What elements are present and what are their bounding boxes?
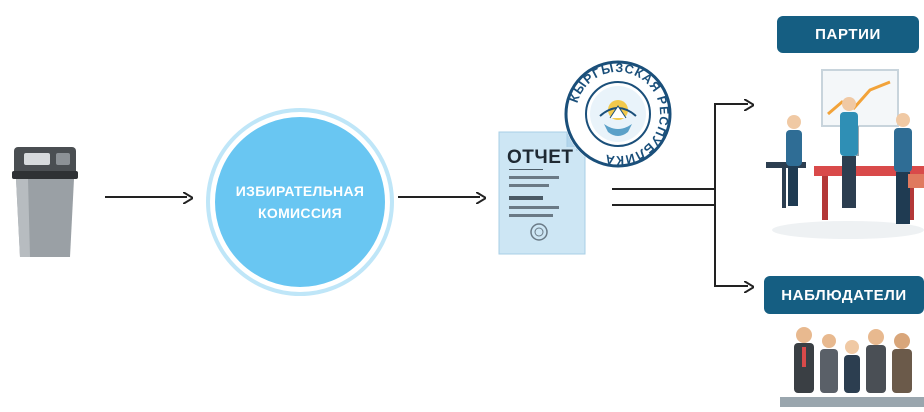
arrow-head-icon: [743, 280, 756, 298]
observers-group-illustration: [780, 325, 924, 412]
arrow-branch-vertical: [714, 103, 716, 286]
arrow-commission-to-report: [398, 196, 480, 198]
report-title: ОТЧЕТ: [505, 147, 576, 169]
state-seal-stamp: КЫРГЫЗСКАЯ РЕСПУБЛИКА: [560, 58, 676, 175]
parties-meeting-illustration: [758, 62, 924, 247]
arrow-head-icon: [182, 191, 195, 209]
commission-label-line1: ИЗБИРАТЕЛЬНАЯ: [235, 183, 365, 199]
arrow-head-icon: [743, 98, 756, 116]
arrow-report-out-lower: [612, 204, 716, 206]
parties-label: ПАРТИИ: [777, 16, 919, 53]
commission-label-line2: КОМИССИЯ: [258, 205, 342, 221]
arrow-to-parties: [714, 103, 748, 105]
election-commission-node: ИЗБИРАТЕЛЬНАЯ КОМИССИЯ: [210, 112, 390, 292]
observers-label: НАБЛЮДАТЕЛИ: [764, 276, 924, 314]
arrow-report-out-upper: [612, 188, 716, 190]
ballot-machine-icon: [8, 143, 82, 268]
arrow-to-observers: [714, 285, 748, 287]
arrow-head-icon: [475, 191, 488, 209]
arrow-machine-to-commission: [105, 196, 187, 198]
